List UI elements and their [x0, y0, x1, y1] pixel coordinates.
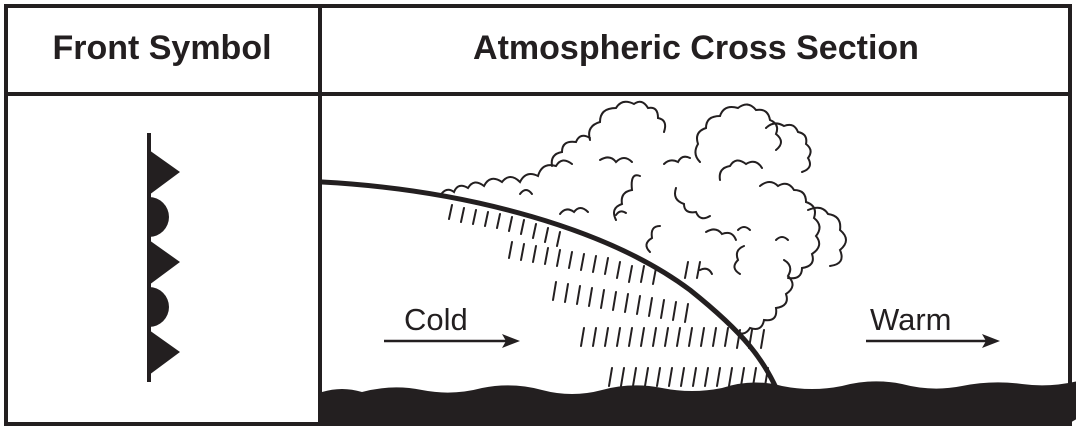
warm-label: Warm [870, 302, 952, 337]
front-symbol [147, 133, 180, 382]
front-triangle-2 [149, 240, 180, 285]
front-triangle-1 [149, 150, 180, 195]
frontal-boundary [319, 179, 787, 411]
header-front-symbol: Front Symbol [52, 29, 272, 67]
cold-label: Cold [404, 302, 468, 337]
warm-arrow [866, 334, 1000, 348]
front-semicircle-1 [149, 197, 169, 237]
cold-arrow [384, 334, 520, 348]
precipitation-hatching [448, 204, 769, 387]
ground-surface [322, 381, 1076, 424]
header-atmospheric-cross-section: Atmospheric Cross Section [473, 29, 919, 67]
front-triangle-3 [149, 330, 180, 375]
cloud-mass [439, 100, 847, 335]
front-semicircle-2 [149, 287, 169, 327]
